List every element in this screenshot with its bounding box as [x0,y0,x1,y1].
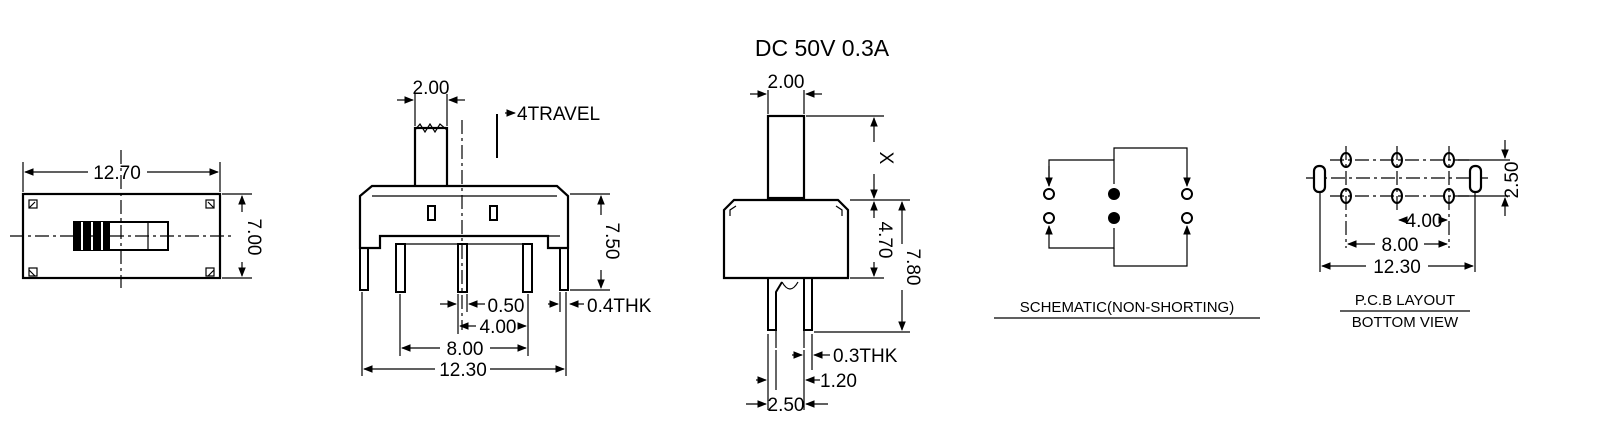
pcb-hole [1391,152,1403,168]
side-overall-height-dim: 7.80 [902,249,923,286]
front-pin-2 [457,243,468,293]
side-handle-dim: 2.00 [768,72,805,93]
top-height-dim: 7.00 [243,219,264,256]
pcb-hole [1443,188,1455,204]
handle-height-dim: X [875,152,896,165]
pcb-caption-line2: BOTTOM VIEW [1352,314,1459,331]
front-height-dim: 7.50 [601,223,622,260]
pcb-overall-width-dim: 12.30 [1373,257,1421,278]
front-pin-span-dim: 8.00 [447,339,484,360]
contact-terminal [1181,188,1193,200]
side-body [722,198,850,280]
front-thickness-dim: 0.4THK [587,296,652,317]
pcb-caption-line1: P.C.B LAYOUT [1355,292,1455,309]
front-pin-1 [395,243,406,293]
schematic: SCHEMATIC(NON-SHORTING) [994,147,1260,319]
front-overall-width-dim: 12.30 [439,360,487,381]
common-terminal [1108,212,1120,224]
pcb-layout: 2.50 4.00 8.00 12.30 P.C.B LAYOUT BOTTOM… [1306,140,1523,331]
pcb-row-pitch-dim: 2.50 [1502,162,1523,199]
pcb-hole [1340,188,1352,204]
top-width-dim: 12.70 [93,163,141,184]
front-pin-pitch-dim: 4.00 [480,317,517,338]
pcb-hole [1340,152,1352,168]
side-pin-gap-dim: 1.20 [820,371,857,392]
side-view: DC 50V 0.3A 2.00 X 4.70 7.80 [722,35,923,416]
front-pin-width-dim: 0.50 [488,296,525,317]
pcb-hole [1443,152,1455,168]
front-pin-3 [522,243,533,293]
front-handle-dim: 2.00 [413,78,450,99]
pcb-pin-span-dim: 8.00 [1382,235,1419,256]
contact-terminal [1043,188,1055,200]
side-pin-span-dim: 2.50 [768,395,805,416]
pcb-pin-pitch-dim: 4.00 [1406,211,1443,232]
side-handle [766,114,806,200]
front-view: 2.00 4TRAVEL 7.50 0.50 0.4THK 4.00 8 [358,78,652,381]
front-handle [413,126,449,196]
rating-label: DC 50V 0.3A [755,35,890,61]
front-body [358,184,570,250]
side-body-height-dim: 4.70 [874,222,895,259]
pcb-slot [1312,164,1327,194]
top-view: 12.70 7.00 [10,150,264,288]
contact-terminal [1043,212,1055,224]
side-thickness-dim: 0.3THK [833,346,898,367]
pcb-slot [1468,164,1483,194]
schematic-caption: SCHEMATIC(NON-SHORTING) [1020,299,1234,316]
common-terminal [1108,188,1120,200]
pcb-hole [1391,188,1403,204]
contact-terminal [1181,212,1193,224]
travel-label: 4TRAVEL [517,104,600,125]
